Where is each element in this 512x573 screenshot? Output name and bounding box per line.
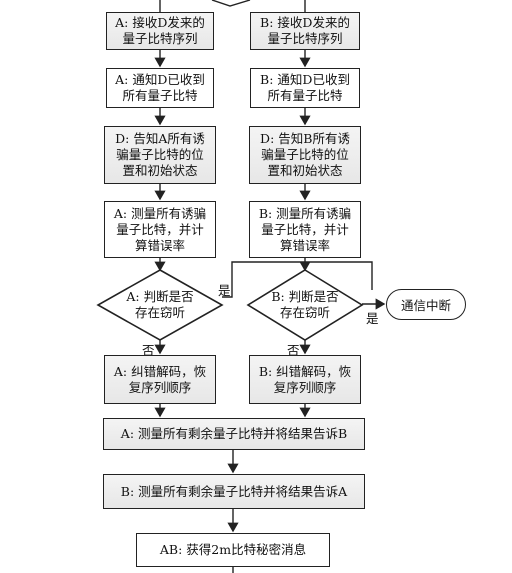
left-yes-label: 是 bbox=[218, 283, 231, 298]
right-notify-box: B: 通知D已收到 所有量子比特 bbox=[250, 68, 360, 108]
decision-diamond-right bbox=[246, 269, 364, 341]
yes-route-left bbox=[222, 261, 373, 298]
right-yes-label: 是 bbox=[366, 311, 379, 326]
left-measure-box: A: 测量所有诱骗 量子比特，并计 算错误率 bbox=[104, 201, 216, 258]
final-result-box: AB: 获得2m比特秘密消息 bbox=[136, 533, 330, 567]
decision-diamond-left bbox=[96, 269, 224, 341]
right-decode-box: B: 纠错解码，恢 复序列顺序 bbox=[249, 355, 361, 404]
top-fork bbox=[211, 0, 251, 7]
communication-abort-terminal: 通信中断 bbox=[386, 289, 466, 320]
left-receive-box: A: 接收D发来的 量子比特序列 bbox=[106, 12, 214, 50]
right-receive-box: B: 接收D发来的 量子比特序列 bbox=[250, 12, 360, 50]
left-decoy-info-box: D: 告知A所有诱 骗量子比特的位 置和初始状态 bbox=[104, 126, 216, 184]
right-measure-box: B: 测量所有诱骗 量子比特，并计 算错误率 bbox=[249, 201, 361, 258]
left-no-label: 否 bbox=[142, 343, 155, 358]
left-decision-label: A: 判断是否 存在窃听 bbox=[126, 289, 194, 320]
b-measure-remaining-box: B: 测量所有剩余量子比特并将结果告诉A bbox=[103, 474, 365, 509]
right-decision-label: B: 判断是否 存在窃听 bbox=[271, 289, 339, 320]
a-measure-remaining-box: A: 测量所有剩余量子比特并将结果告诉B bbox=[103, 418, 365, 450]
left-decode-box: A: 纠错解码，恢 复序列顺序 bbox=[104, 355, 216, 404]
right-decoy-info-box: D: 告知B所有诱 骗量子比特的位 置和初始状态 bbox=[249, 126, 361, 184]
left-notify-box: A: 通知D已收到 所有量子比特 bbox=[106, 68, 214, 108]
right-no-label: 否 bbox=[287, 343, 300, 358]
